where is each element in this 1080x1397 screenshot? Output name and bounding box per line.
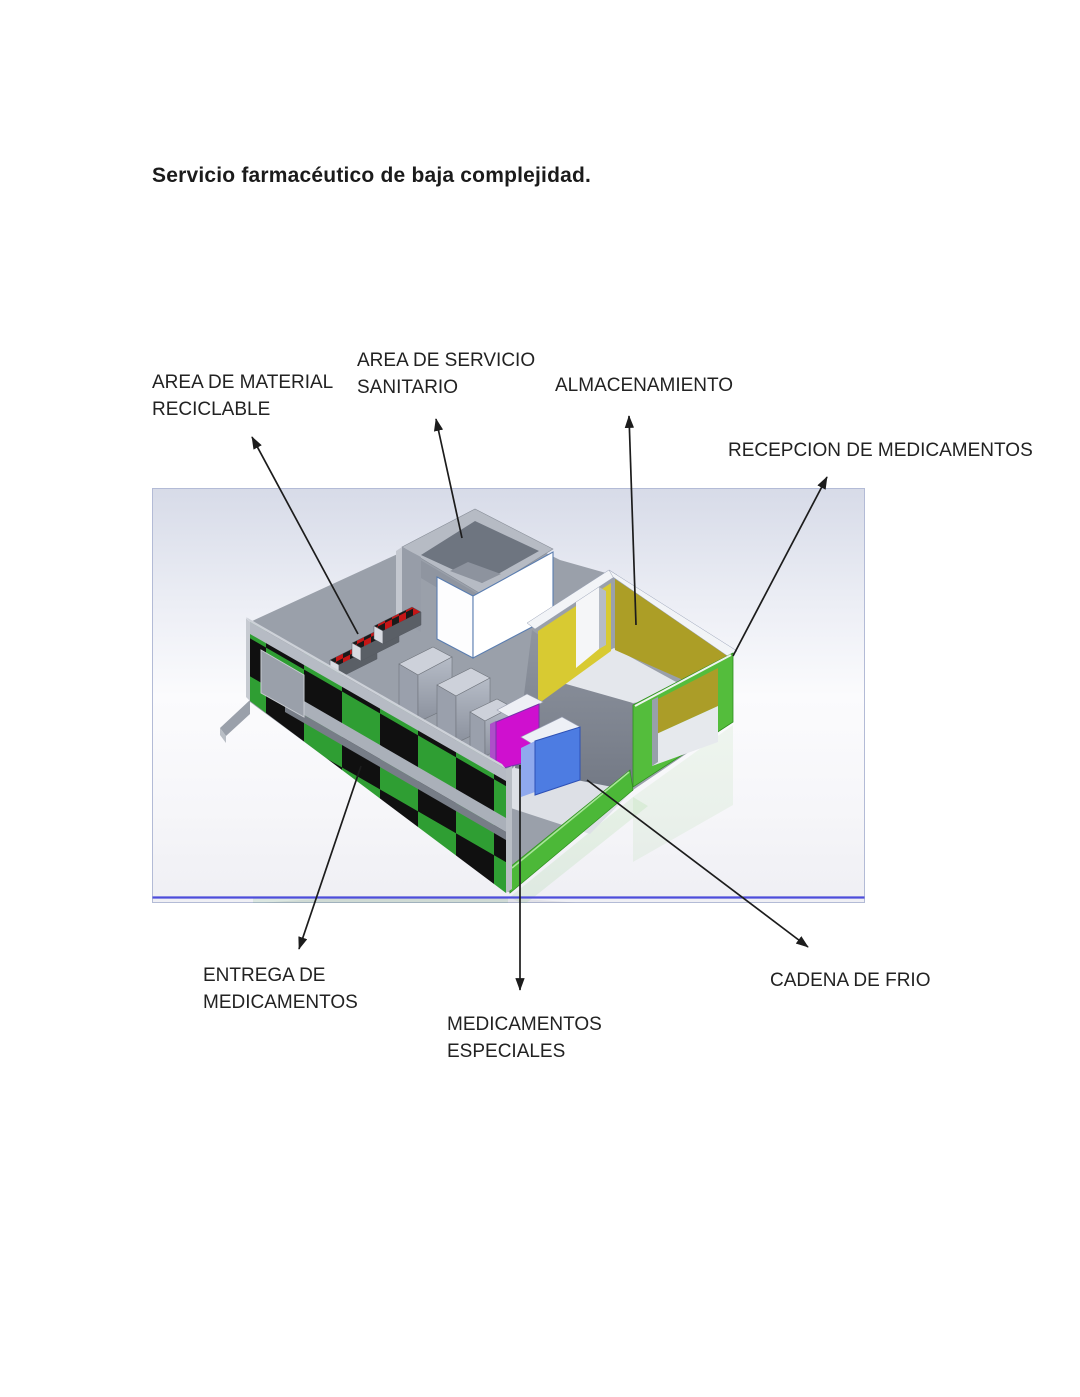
label-cadena-de-frio: CADENA DE FRIO — [770, 970, 931, 991]
label-entrega-medicamentos: ENTREGA DE MEDICAMENTOS — [203, 965, 358, 1013]
label-area-material-reciclable: AREA DE MATERIAL RECICLABLE — [152, 372, 334, 420]
arrow-almacenamiento — [624, 415, 637, 626]
arrow-area-material-reciclable — [251, 436, 359, 635]
label-area-servicio-sanitario: AREA DE SERVICIO SANITARIO — [357, 350, 536, 398]
recyclable-bins — [329, 606, 422, 679]
arrow-entrega-medicamentos — [298, 765, 362, 950]
floor-edge-rail — [509, 769, 634, 894]
arrow-recepcion-medicamentos — [732, 476, 828, 657]
arrow-cadena-de-frio — [586, 779, 809, 948]
label-recepcion-medicamentos: RECEPCION DE MEDICAMENTOS — [728, 440, 1033, 461]
annotation-arrows — [251, 415, 828, 991]
cold-chain-box — [520, 716, 581, 797]
arrow-area-servicio-sanitario — [433, 418, 463, 539]
label-almacenamiento: ALMACENAMIENTO — [555, 375, 734, 396]
page-title: Servicio farmacéutico de baja complejida… — [152, 164, 592, 187]
dispensing-counter-wall — [246, 617, 512, 893]
label-medicamentos-especiales: MEDICAMENTOS ESPECIALES — [447, 1014, 602, 1062]
